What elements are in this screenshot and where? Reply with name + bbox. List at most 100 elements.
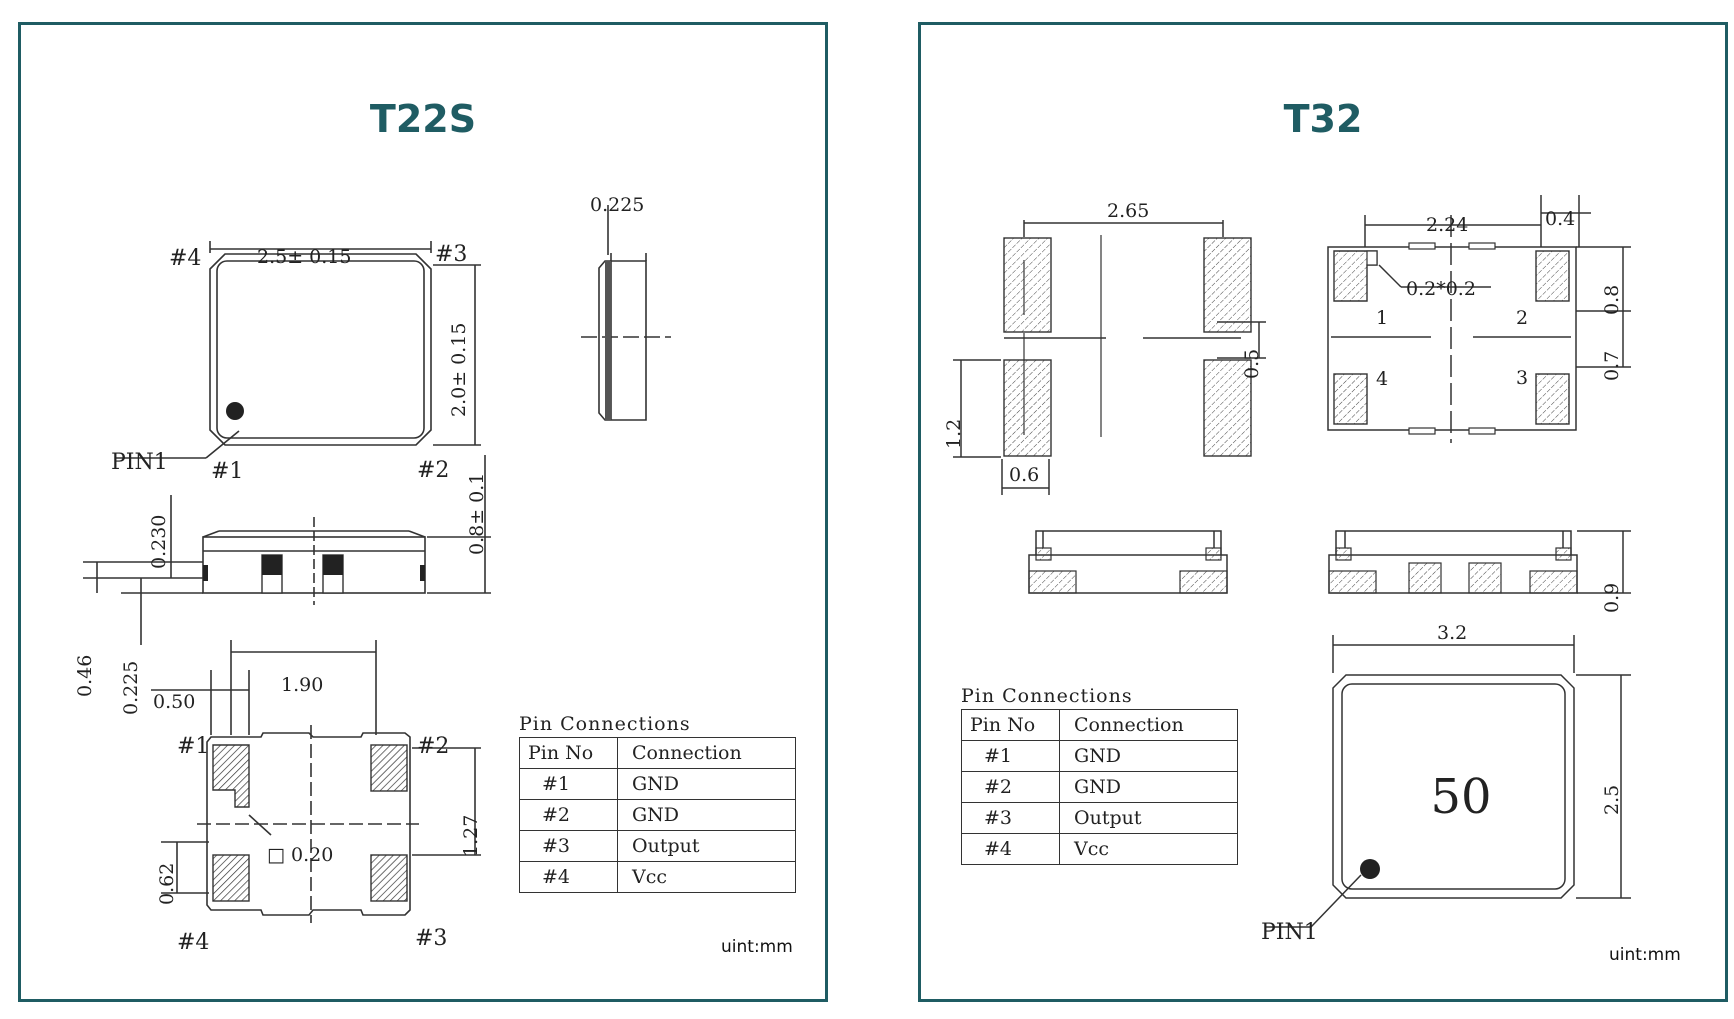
t32-dim-07: 0.7 — [1601, 351, 1623, 381]
table-row: #3 Output — [519, 830, 796, 862]
t32-top-view-outline — [1332, 674, 1575, 899]
pin-table: Pin No Connection #1 GND #2 GND #3 Outpu… — [519, 737, 796, 893]
t32-pad-label-2: 2 — [1516, 307, 1528, 329]
t32-land-2 — [1203, 237, 1252, 333]
pin-no-cell: #3 — [519, 830, 618, 862]
connection-cell: Vcc — [617, 861, 796, 893]
t32-unit-note: uint:mm — [1609, 945, 1681, 965]
t32-dim-05: 0.5 — [1241, 349, 1263, 379]
t22s-pad-1 — [212, 744, 250, 808]
pin-no-cell: #2 — [519, 799, 618, 831]
table-row: #2 GND — [519, 799, 796, 831]
t32-land-1 — [1003, 237, 1052, 333]
connection-cell: GND — [1059, 740, 1238, 772]
t32-dim-08: 0.8 — [1601, 285, 1623, 315]
pin-no-cell: #2 — [961, 771, 1060, 803]
t32-dim-12: 1.2 — [943, 419, 965, 449]
t22s-dim-225: 0.225 — [120, 661, 142, 715]
connection-cell: GND — [617, 799, 796, 831]
t32-dim-265: 2.65 — [1107, 200, 1149, 222]
table-row: #4 Vcc — [519, 861, 796, 893]
t22s-pad-4 — [212, 854, 250, 902]
header-connection: Connection — [1059, 709, 1238, 741]
connection-cell: Output — [617, 830, 796, 862]
t32-pad-label-1: 1 — [1376, 307, 1388, 329]
pin-table-caption: Pin Connections — [961, 685, 1133, 707]
connection-cell: GND — [617, 768, 796, 800]
t22s-drawing: #4 #3 #1 #2 PIN1 #1 #2 #4 #3 2.5± 0.15 0… — [74, 194, 671, 955]
pin-no-cell: #3 — [961, 802, 1060, 834]
t22s-bottom-pin3: #3 — [415, 926, 447, 951]
t22s-dim-230: 0.230 — [148, 515, 170, 569]
t32-marking: 50 — [1430, 769, 1491, 825]
t32-pin-connections: Pin Connections Pin No Connection #1 GND… — [961, 685, 1238, 865]
t32-dim-06: 0.6 — [1009, 464, 1039, 486]
t22s-dim-190: 1.90 — [281, 674, 323, 696]
t22s-dim-020: □ 0.20 — [267, 844, 333, 866]
t22s-title: T22S — [369, 97, 477, 141]
t32-bottom-view — [1327, 246, 1577, 431]
t32-dim-32: 3.2 — [1437, 622, 1467, 644]
table-row: #2 GND — [961, 771, 1238, 803]
t32-dim-09: 0.9 — [1601, 583, 1623, 613]
t32-title: T32 — [1283, 97, 1363, 141]
t32-dim-25: 2.5 — [1601, 785, 1623, 815]
table-header-row: Pin No Connection — [519, 737, 796, 769]
t32-panel: T32 uint:mm — [918, 22, 1728, 1002]
t22s-dim-thickness: 0.8± 0.1 — [466, 473, 488, 555]
t22s-pad-3 — [370, 854, 408, 902]
pin-no-cell: #4 — [961, 833, 1060, 865]
t22s-top-view-outline — [209, 253, 432, 446]
t22s-label-pin2: #2 — [417, 458, 449, 483]
connection-cell: Output — [1059, 802, 1238, 834]
table-row: #1 GND — [961, 740, 1238, 772]
t32-pad-label-4: 4 — [1376, 368, 1388, 390]
t32-dim-04: 0.4 — [1545, 208, 1575, 230]
pin-no-cell: #4 — [519, 861, 618, 893]
pin-no-cell: #1 — [519, 768, 618, 800]
t22s-bottom-pin1: #1 — [177, 734, 209, 759]
pin-no-cell: #1 — [961, 740, 1060, 772]
t22s-pin1-dot — [226, 402, 244, 420]
t22s-panel: T22S uint:mm — [18, 22, 828, 1002]
connection-cell: Vcc — [1059, 833, 1238, 865]
t22s-label-pin1: #1 — [211, 459, 243, 484]
table-row: #4 Vcc — [961, 833, 1238, 865]
t32-top-view-lid — [1341, 683, 1566, 890]
t22s-top-view-lid — [216, 260, 425, 439]
t22s-label-pin3: #3 — [435, 242, 467, 267]
t22s-label-pin4: #4 — [169, 246, 201, 271]
t22s-unit-note: uint:mm — [721, 937, 793, 957]
t22s-dim-127: 1.27 — [460, 815, 482, 857]
table-row: #1 GND — [519, 768, 796, 800]
t32-pad-2 — [1535, 250, 1570, 302]
t32-pad-4 — [1333, 373, 1368, 425]
t22s-pin-connections: Pin Connections Pin No Connection #1 GND… — [519, 713, 796, 893]
t32-drawing: 2.65 2.24 0.4 0.2*0.2 0.6 3.2 1 2 3 4 0.… — [943, 195, 1631, 945]
t32-land-4 — [1203, 359, 1252, 457]
table-row: #3 Output — [961, 802, 1238, 834]
t22s-bottom-pin4: #4 — [177, 930, 209, 955]
t32-pin1-dot — [1360, 859, 1380, 879]
header-pin-no: Pin No — [961, 709, 1060, 741]
t22s-dim-height: 2.0± 0.15 — [448, 323, 470, 417]
t22s-pin1-marker: PIN1 — [111, 450, 168, 475]
header-pin-no: Pin No — [519, 737, 618, 769]
t32-pin1-marker: PIN1 — [1261, 920, 1318, 945]
t22s-pad-2 — [370, 744, 408, 792]
t32-land-3 — [1003, 359, 1052, 457]
t22s-dim-width: 2.5± 0.15 — [257, 246, 351, 268]
pin-table: Pin No Connection #1 GND #2 GND #3 Outpu… — [961, 709, 1238, 865]
t22s-bottom-pin2: #2 — [417, 734, 449, 759]
connection-cell: GND — [1059, 771, 1238, 803]
t32-dim-224: 2.24 — [1426, 214, 1468, 236]
t22s-dim-side-top: 0.225 — [590, 194, 644, 216]
pin-table-caption: Pin Connections — [519, 713, 691, 735]
table-header-row: Pin No Connection — [961, 709, 1238, 741]
t32-pad-label-3: 3 — [1516, 367, 1528, 389]
t22s-dim-46: 0.46 — [74, 655, 96, 697]
header-connection: Connection — [617, 737, 796, 769]
t32-dim-chamfer: 0.2*0.2 — [1406, 278, 1476, 300]
t22s-dim-050: 0.50 — [153, 691, 195, 713]
t22s-dim-062: 0.62 — [156, 863, 178, 905]
